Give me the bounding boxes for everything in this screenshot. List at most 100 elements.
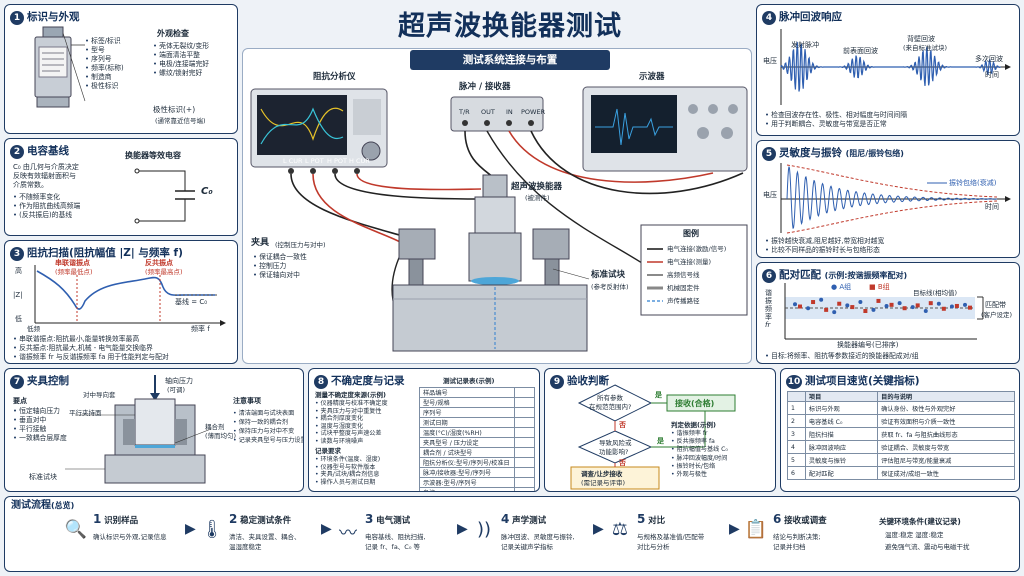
- records-title: 记录要求: [315, 447, 341, 455]
- circuit-title: 换能器等效电容: [125, 151, 181, 160]
- record-field: 备注: [419, 487, 515, 491]
- flow-step-desc: 记录并归档: [773, 543, 806, 551]
- desc-line: 反映有效辐射面积与: [13, 172, 76, 180]
- record-table: 样品编号型号/规格序列号测试日期温度(°C)/湿度(%RH)夹具型号 / 压力设…: [419, 387, 535, 491]
- ringing-plot: [780, 163, 1011, 234]
- series-resonance-label: 串联谐振点: [55, 259, 90, 267]
- envelope-label: 振铃包络(衰减): [949, 179, 997, 187]
- table-cell-desc: 验证有效面积与介质一致性: [877, 414, 1015, 428]
- flow-step-icon: 🌡: [200, 519, 224, 540]
- point-group-a: [936, 301, 941, 306]
- flow-step-desc: 记录 fr、fa、C₀ 等: [365, 543, 421, 551]
- record-row: 序列号: [419, 407, 535, 418]
- table-cell-n: 6: [787, 466, 806, 480]
- table-cell-item: 配对匹配: [804, 466, 879, 480]
- cautions-title: 注意事项: [233, 397, 261, 405]
- record-value: [514, 447, 535, 458]
- flow-arrow-icon: ▶: [321, 521, 332, 537]
- record-value: [514, 407, 535, 418]
- record-value: [514, 477, 535, 488]
- record-field: 夹具型号 / 压力设定: [419, 437, 515, 448]
- record-field: 耦合剂 / 试块型号: [419, 447, 515, 458]
- point-group-a: [884, 303, 889, 308]
- point-group-b: [811, 300, 816, 305]
- accept-result: 接收(合格): [675, 399, 715, 408]
- record-value: [514, 437, 535, 448]
- system-banner: 测试系统连接与布置: [410, 50, 610, 70]
- point-group-b: [968, 305, 972, 310]
- legend-group-b: ■ B组: [869, 283, 890, 291]
- y-axis-label: |Z|: [13, 291, 23, 299]
- flow-step: 🌡2 稳定测试条件清洁、夹具设置、耦合、温湿度稳定: [199, 513, 327, 565]
- desc-line: 介质常数。: [13, 181, 48, 189]
- x-axis-label: 时间: [985, 71, 999, 79]
- yes-label: 是: [657, 437, 664, 445]
- flow-arrow-icon: ▶: [729, 521, 740, 537]
- point-group-b: [863, 309, 868, 313]
- table-cell-desc: 获取 fr、fa 与阻抗曲线形态: [877, 427, 1015, 441]
- capacitor-circuit: [134, 168, 195, 224]
- port-label: H POT: [327, 157, 347, 165]
- env-line: 避免强气流、震动与电磁干扰: [885, 543, 970, 551]
- flow-step-desc: 与规格及基准值/匹配带: [637, 533, 705, 541]
- table-cell-item: 电容基线 C₀: [804, 414, 879, 428]
- record-row: 测试日期: [419, 417, 535, 428]
- page-title: 超声波换能器测试: [398, 11, 622, 42]
- pulse-echo-notes: 检查回波存在性、极性、相对幅度与时间间隔用于判断耦合、灵敏度与带宽是否正常: [765, 111, 907, 129]
- record-row: 样品编号: [419, 387, 535, 398]
- flow-step-title: 电气测试: [376, 516, 411, 526]
- point-group-b: [889, 302, 894, 307]
- fixture-section: [65, 375, 212, 484]
- port-label: H CUR: [349, 157, 370, 165]
- record-field: 序列号: [419, 407, 515, 418]
- flow-step: ⚖5 对比与规格及基准值/匹配带对比与分析: [607, 513, 735, 565]
- echo-label: (来自标准试块): [903, 44, 948, 52]
- point-group-b: [928, 301, 933, 306]
- table-cell-desc: 评估阻尼与带宽/能量衰减: [877, 453, 1015, 467]
- legend-item: 声传播路径: [667, 297, 700, 305]
- point-group-b: [837, 301, 842, 306]
- flow-step: 📋6 接收或调查结论与判断决策;记录并归档: [743, 513, 871, 565]
- question-2: 导致风险或: [599, 439, 632, 447]
- ringing-notes: 振铃越快衰减,阻尼越好,带宽相对越宽比较不同样品的振铃时长与包络形态: [765, 237, 884, 255]
- transducer-note: (被测件): [525, 194, 550, 202]
- basis-title: 判定依据(示例): [671, 421, 716, 429]
- legend-group-a: ● A组: [831, 283, 852, 291]
- record-field: 示波器:型号/序列号: [419, 477, 515, 488]
- table-cell-desc: 确认身份、极性与外观完好: [877, 401, 1015, 415]
- flow-step-desc: 清洁、夹具设置、耦合、: [229, 533, 301, 541]
- baseline-label: 基线 = C₀: [175, 298, 208, 306]
- block-note: (参考反射体): [591, 283, 629, 291]
- impedance-plot: [34, 265, 226, 326]
- echo-label: 多次回波: [975, 55, 1003, 63]
- flow-step: 〰3 电气测试电容基线、阻抗扫描,记录 fr、fa、C₀ 等: [335, 513, 463, 565]
- env-title: 关键环境条件(建议记录): [879, 517, 961, 526]
- legend-item: 电气连接(测量): [667, 258, 712, 266]
- flow-step-number: 3: [365, 512, 374, 526]
- record-row: 温度(°C)/湿度(%RH): [419, 427, 535, 438]
- impedance-notes: 串联谐振点:阻抗最小,能量转换效率最高反共振点:阻抗最大,机械 - 电气能量交换…: [13, 335, 169, 362]
- polarity-label: 极性标识(+): [153, 105, 196, 114]
- records-list: 环境条件(温度、湿度)仪器型号与软件版本夹具/试块/耦合剂信息操作人员与测试日期: [315, 456, 381, 486]
- flow-step-icon: 📋: [744, 519, 768, 540]
- flow-step: ))4 声学测试脉冲回波、灵敏度与振铃,记录关键声学指标: [471, 513, 599, 565]
- flow-step-title: 识别样品: [104, 516, 139, 526]
- table-cell-item: 灵敏度与振铃: [804, 453, 879, 467]
- x-axis-label: 换能器编号(已排序): [837, 341, 899, 349]
- label-list: 标签/标识型号序列号 频率(标称)制造商极性标识: [85, 37, 124, 91]
- appearance-check-list: 壳体无裂纹/变形端面清洁平整电极/连接端完好螺纹/锁射完好: [153, 42, 209, 78]
- flow-step-desc: 对比与分析: [637, 543, 670, 551]
- table-cell-item: 阻抗扫描: [804, 427, 879, 441]
